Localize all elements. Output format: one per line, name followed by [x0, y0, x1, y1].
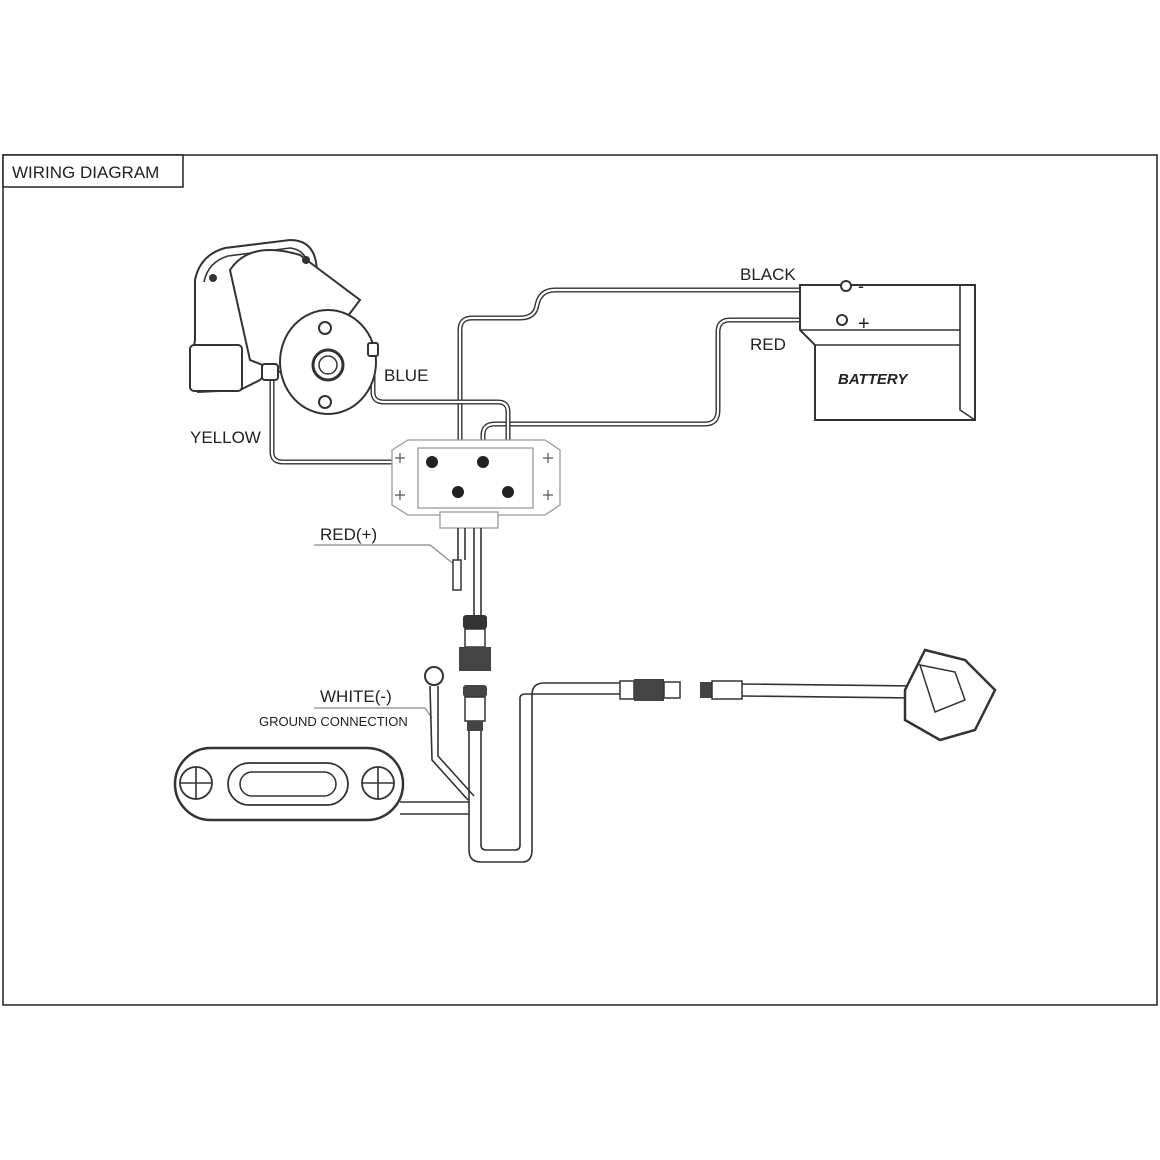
- label-blue: BLUE: [384, 366, 428, 385]
- remote-cable-connector: [619, 679, 916, 701]
- battery-negative-terminal: [840, 280, 852, 292]
- wire-black: [457, 287, 845, 493]
- label-red-plus: RED(+): [320, 525, 377, 544]
- terminal-blue: [502, 486, 514, 498]
- motor-terminal-yellow: [261, 363, 279, 381]
- winch-motor: [188, 238, 379, 415]
- ground-wire: [424, 666, 475, 801]
- label-black: BLACK: [740, 265, 796, 284]
- label-yellow: YELLOW: [190, 428, 261, 447]
- title-box: [2, 154, 184, 188]
- red-plus-connector: [452, 559, 462, 591]
- wire-blue: [370, 347, 511, 495]
- battery-negative-sign: -: [858, 276, 864, 296]
- battery-positive-sign: +: [858, 313, 870, 335]
- motor-terminal-blue: [367, 342, 379, 357]
- diagram-frame: [2, 154, 1158, 1006]
- control-box: [391, 439, 561, 620]
- battery-label: BATTERY: [838, 371, 909, 388]
- label-red: RED: [750, 335, 786, 354]
- label-ground-connection: GROUND CONNECTION: [259, 714, 408, 729]
- terminal-black: [452, 486, 464, 498]
- battery: BATTERY - +: [799, 276, 976, 421]
- hawse-fairlead: [173, 746, 469, 822]
- battery-positive-terminal: [836, 314, 848, 326]
- terminal-yellow: [426, 456, 438, 468]
- remote-control[interactable]: [903, 648, 997, 742]
- wire-yellow: [269, 369, 435, 465]
- diagram-title: WIRING DIAGRAM: [12, 163, 159, 182]
- label-white-minus: WHITE(-): [320, 687, 392, 706]
- wire-red: [480, 317, 841, 465]
- terminal-red: [477, 456, 489, 468]
- remote-socket-connector: [459, 615, 630, 863]
